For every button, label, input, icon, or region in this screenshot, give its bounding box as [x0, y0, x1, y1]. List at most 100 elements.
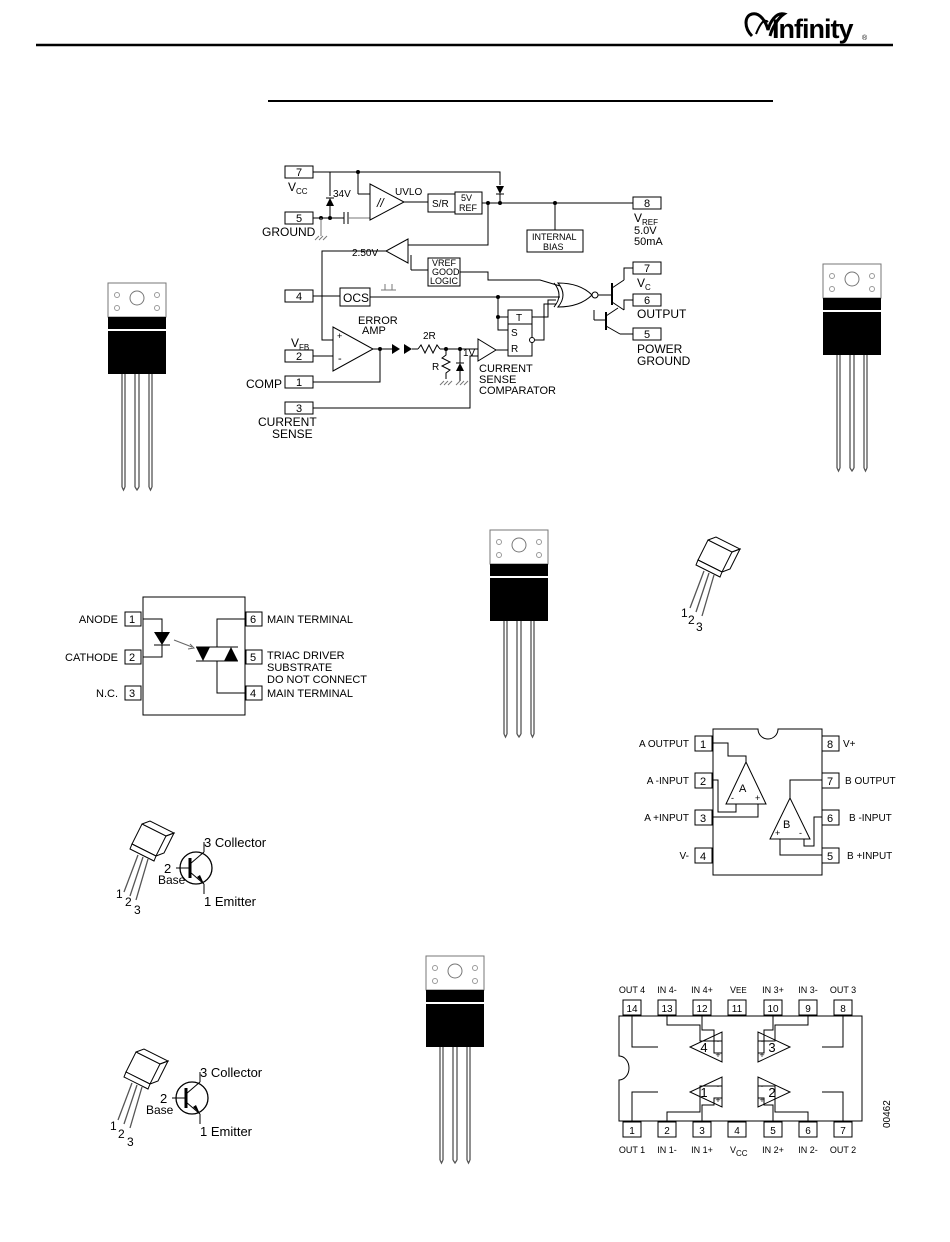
- svg-text:6: 6: [827, 813, 833, 825]
- svg-text:3: 3: [296, 403, 302, 415]
- svg-text:-: -: [731, 793, 734, 803]
- plus-sign: +: [759, 1095, 764, 1105]
- svg-text:3: 3: [700, 813, 706, 825]
- v-minus-label: V-: [680, 851, 689, 862]
- emitter-label: 1 Emitter: [204, 894, 257, 909]
- quad-pin-label-top: V: [730, 985, 736, 995]
- svg-text:2: 2: [125, 895, 132, 909]
- pin-5-number: 5: [296, 213, 302, 225]
- plus-sign: +: [715, 1095, 720, 1105]
- triac-driver-label: TRIAC DRIVER: [267, 650, 345, 662]
- quad-pin-number: 5: [770, 1126, 776, 1137]
- quad-pin-label-bottom: IN 2+: [762, 1145, 784, 1155]
- quad-trace: [701, 1015, 722, 1054]
- svg-text:B: B: [783, 819, 790, 831]
- b-output-label: B OUTPUT: [845, 776, 896, 787]
- to220-package-4: [425, 955, 485, 1164]
- quad-trace: [822, 1091, 844, 1122]
- quad-pin-label-top: IN 3+: [762, 985, 784, 995]
- svg-text:REF: REF: [642, 218, 658, 227]
- quad-pin-number: 10: [767, 1004, 779, 1015]
- nc-label: N.C.: [96, 688, 118, 700]
- quad-trace: [701, 1097, 722, 1122]
- quad-pin-number: 6: [805, 1126, 811, 1137]
- b-plus-input-label: B +INPUT: [847, 851, 892, 862]
- vcc-subscript: CC: [296, 187, 308, 196]
- quad-pin-number: 9: [805, 1004, 811, 1015]
- quad-pin-number: 8: [840, 1004, 846, 1015]
- quad-pin-label-bottom: IN 1-: [657, 1145, 677, 1155]
- pin-6-output-box: [632, 293, 662, 307]
- quad-pin-label-bottom: V: [730, 1145, 736, 1155]
- npn-transistor-2: 3 Collector 2 Base 1 Emitter: [146, 1065, 263, 1139]
- quad-opamp-3: [757, 1031, 792, 1063]
- quad-trace: [758, 1015, 809, 1042]
- quad-pin-label-bottom: OUT 1: [619, 1145, 645, 1155]
- vref-good-logic-box: [427, 257, 461, 287]
- dual-opamp-diagram: 1 2 3 4 8 7 6 5 A OUTPUT A -INPUT A +INP…: [639, 728, 896, 876]
- v-plus-label: V+: [843, 739, 856, 750]
- quad-pin-number: 2: [664, 1126, 670, 1137]
- quad-pin-label-top: OUT 3: [830, 985, 856, 995]
- svg-text:R: R: [511, 344, 518, 355]
- quad-pin-label-sub: CC: [736, 1149, 748, 1158]
- svg-text:INTERNAL: INTERNAL: [532, 232, 577, 242]
- svg-text:AMP: AMP: [362, 325, 386, 337]
- to220-package-1: [107, 282, 167, 491]
- power-ground-label: POWER: [637, 342, 683, 356]
- svg-text:COMPARATOR: COMPARATOR: [479, 385, 556, 397]
- svg-text:8: 8: [827, 739, 833, 751]
- svg-text:6: 6: [644, 295, 650, 307]
- main-terminal-label: MAIN TERMINAL: [267, 614, 353, 626]
- 2v50-reference-buffer: [384, 238, 409, 264]
- svg-text:SUBSTRATE: SUBSTRATE: [267, 662, 332, 674]
- svg-text:7: 7: [644, 263, 650, 275]
- quad-pin-number: 7: [840, 1126, 846, 1137]
- svg-text:4: 4: [250, 688, 256, 700]
- quad-pin-number: 1: [629, 1126, 635, 1137]
- vref-voltage: 5.0V: [634, 225, 657, 237]
- npn-transistor-1: 3 Collector 2 Base 1 Emitter: [158, 835, 267, 909]
- quad-pin-label-top: IN 4-: [657, 985, 677, 995]
- current-sense-comparator-label: CURRENT: [479, 363, 533, 375]
- pin-7-number: 7: [296, 167, 302, 179]
- svg-text:1: 1: [129, 614, 135, 626]
- svg-text:1: 1: [700, 739, 706, 751]
- svg-text:5V: 5V: [461, 193, 472, 203]
- svg-text:5: 5: [250, 652, 256, 664]
- svg-text:2: 2: [118, 1127, 125, 1141]
- ground-label: GROUND: [262, 225, 316, 239]
- output-label: OUTPUT: [637, 307, 687, 321]
- plus-sign: +: [715, 1050, 720, 1060]
- pin-8-vref-box: [632, 196, 662, 210]
- a-plus-input-label: A +INPUT: [644, 813, 689, 824]
- svg-text:1: 1: [116, 887, 123, 901]
- svg-text://: //: [376, 196, 385, 210]
- emitter-label: 1 Emitter: [200, 1124, 253, 1139]
- triac-icon: [196, 647, 210, 661]
- base-label: Base: [146, 1103, 174, 1117]
- svg-text:REF: REF: [459, 203, 478, 213]
- uvlo-label: UVLO: [395, 187, 422, 198]
- error-amplifier: [332, 326, 375, 372]
- svg-text:8: 8: [644, 198, 650, 210]
- svg-text:2: 2: [296, 351, 302, 363]
- vcc-label: V: [288, 180, 296, 194]
- svg-text:FB: FB: [299, 343, 309, 352]
- collector-label: 3 Collector: [204, 835, 267, 850]
- quad-pin-label-top: IN 4+: [691, 985, 713, 995]
- svg-text:+: +: [775, 828, 780, 838]
- svg-text:GROUND: GROUND: [637, 354, 691, 368]
- svg-text:A: A: [739, 783, 747, 795]
- quad-opamp-body: [618, 1015, 863, 1122]
- internal-bias-box: [526, 229, 584, 253]
- svg-text:S: S: [511, 328, 518, 339]
- clamp-1v-label: 1V: [463, 348, 476, 359]
- b-minus-input-label: B -INPUT: [849, 813, 892, 824]
- main-terminal-label-2: MAIN TERMINAL: [267, 688, 353, 700]
- svg-text:2: 2: [688, 613, 695, 627]
- svg-text:3: 3: [127, 1135, 134, 1149]
- quad-opamp-number: 4: [700, 1040, 707, 1055]
- svg-text:2: 2: [129, 652, 135, 664]
- optocoupler-diagram: 1 2 3 6 5 4 ANODE CATHODE N.C. MAIN TERM…: [65, 596, 367, 716]
